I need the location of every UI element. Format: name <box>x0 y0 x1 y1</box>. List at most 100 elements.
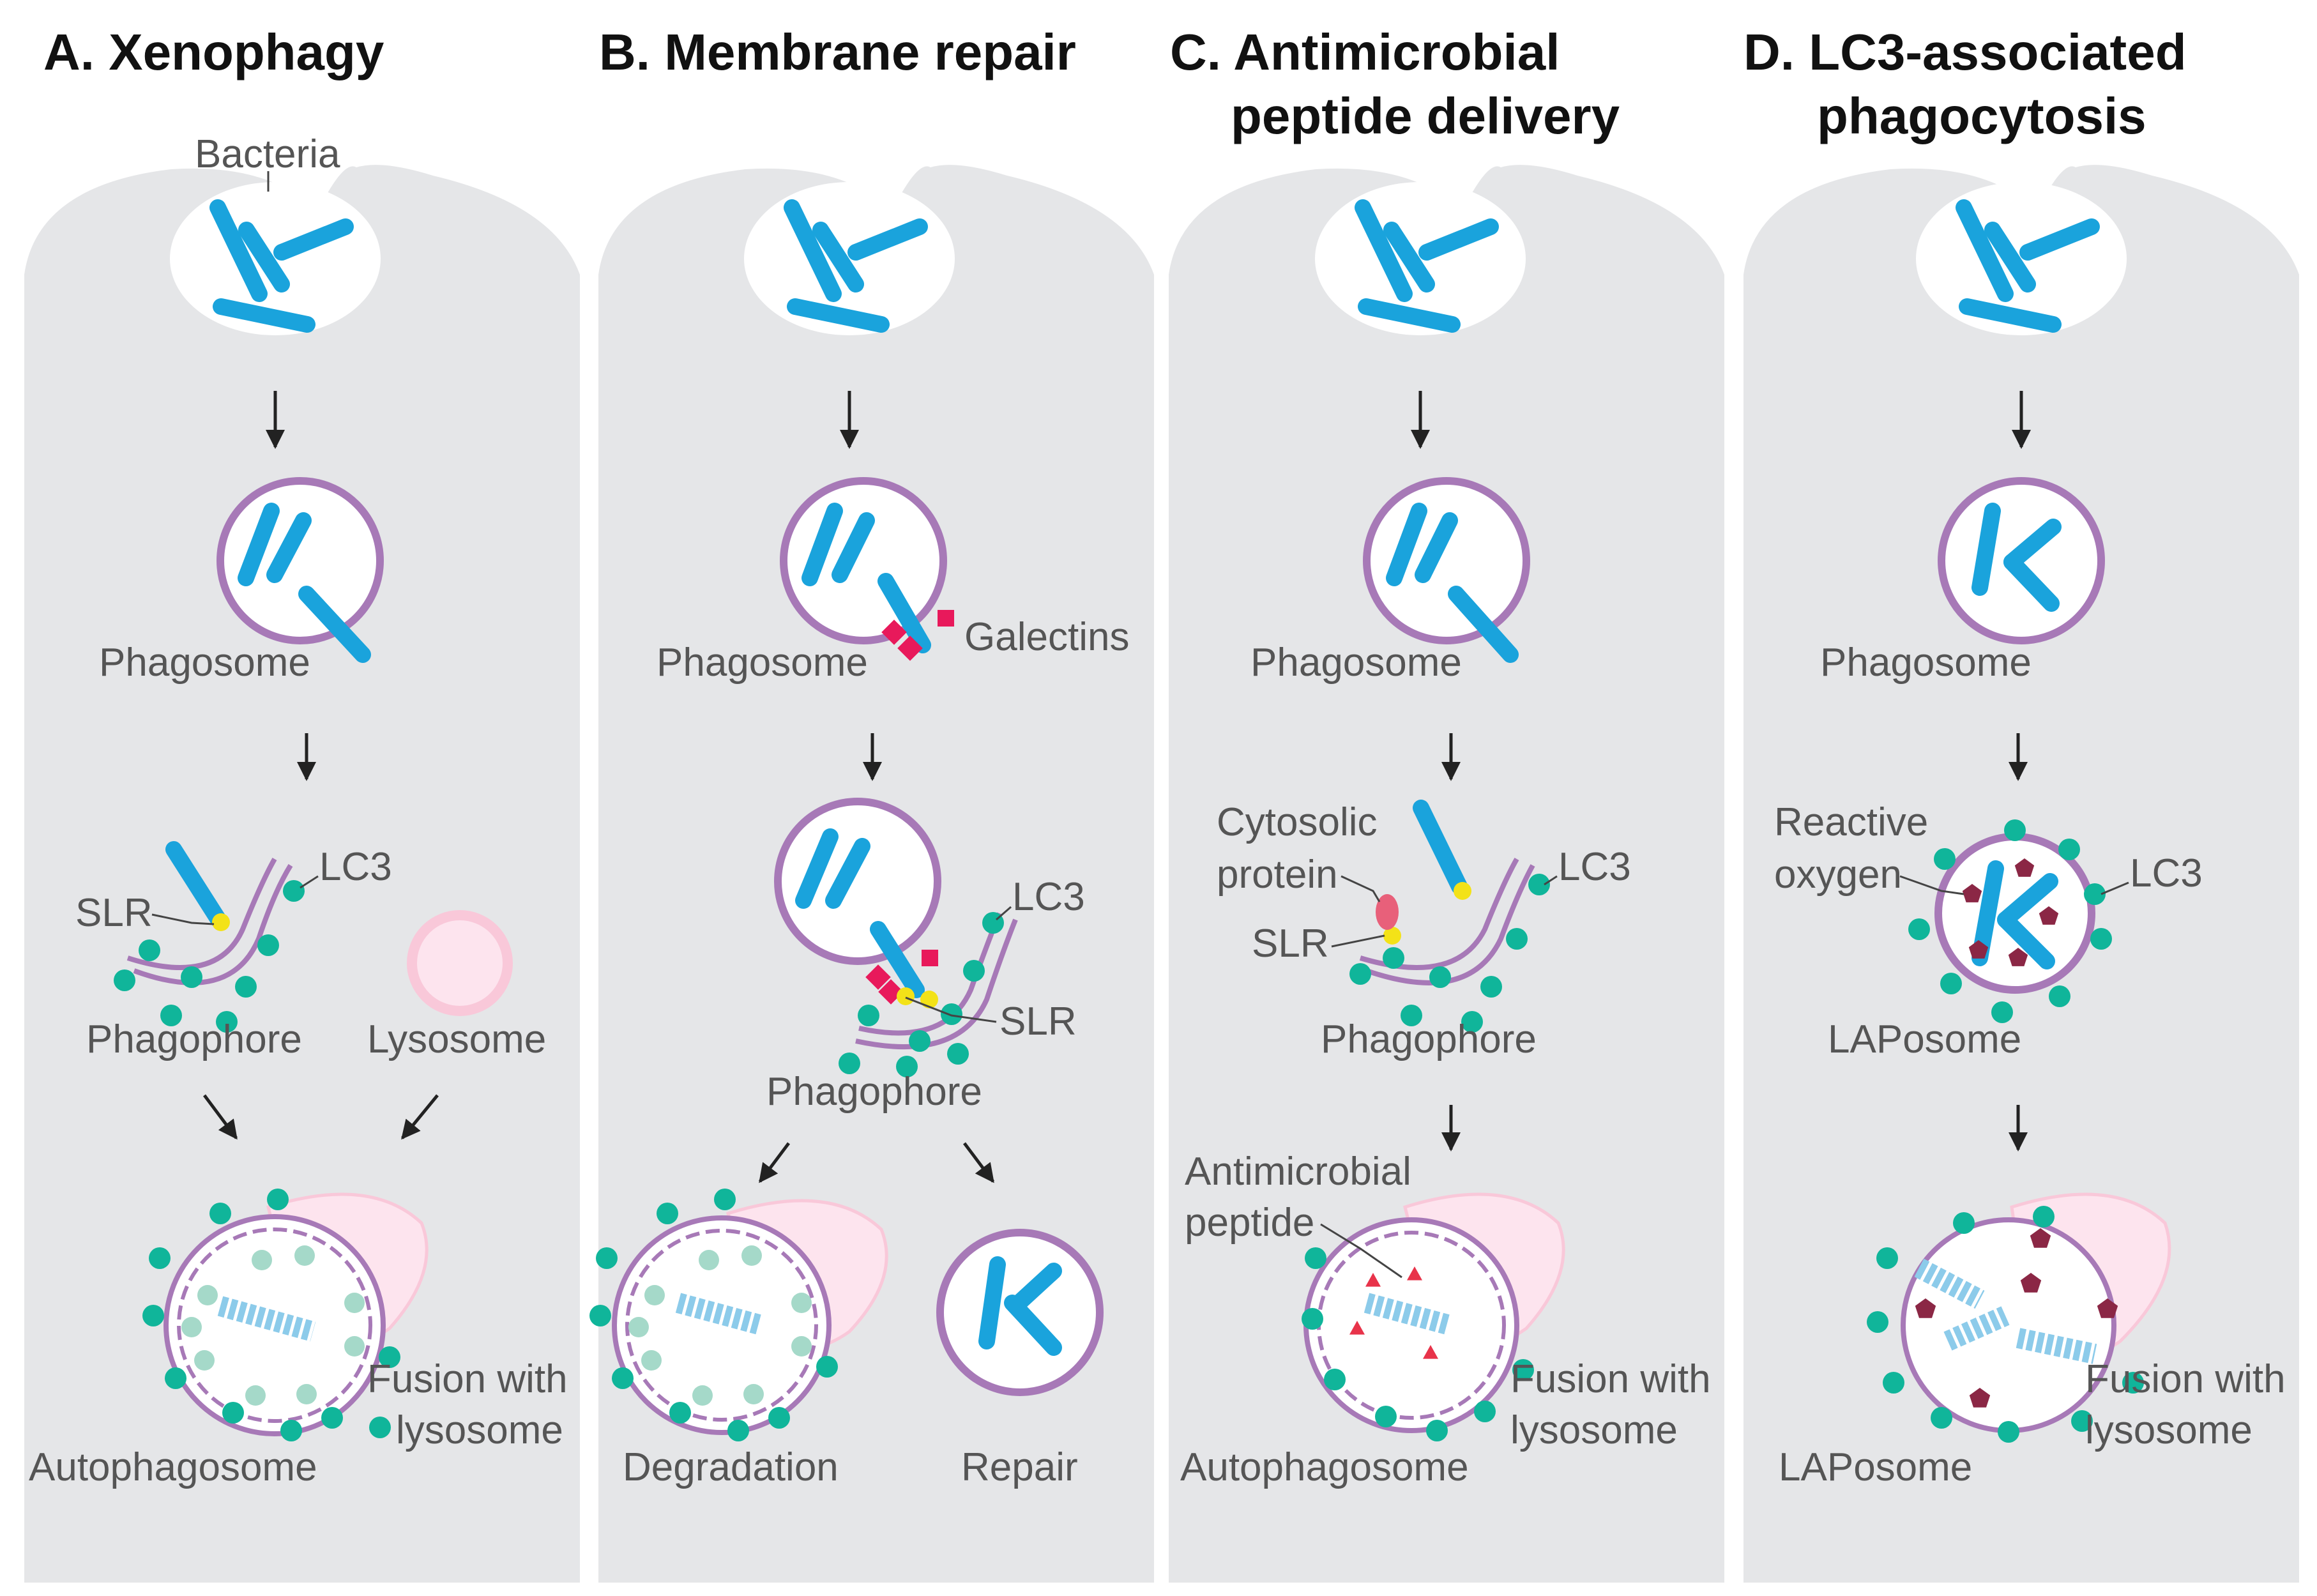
bacterium <box>298 586 371 663</box>
bacterium <box>825 838 870 909</box>
lc3-leader <box>300 875 319 889</box>
degraded-bacterium <box>1943 1306 2010 1351</box>
bacterium <box>978 1256 1006 1349</box>
lc3-inner-dot <box>181 1317 202 1337</box>
lc3-dot <box>1429 966 1451 988</box>
lc3-dot <box>963 960 985 982</box>
cytosolic-protein <box>1376 894 1399 930</box>
ros-pentagon <box>1969 1388 1991 1408</box>
bacterium <box>1355 199 1413 302</box>
slr-leader <box>905 996 997 1023</box>
amp-triangle <box>1365 1273 1381 1287</box>
lc3-dot <box>321 1407 343 1429</box>
lc3-inner-dot <box>245 1385 266 1406</box>
lc3-dot <box>612 1367 634 1389</box>
amp-triangle <box>1349 1321 1365 1335</box>
lc3-inner-dot <box>294 1245 315 1266</box>
laposome-final-label: LAPosome <box>1779 1445 1972 1489</box>
cytosolic-label: protein <box>1217 853 1338 897</box>
bacterium <box>1997 911 2055 969</box>
fusion-label: lysosome <box>1510 1408 1678 1452</box>
degraded-bacterium <box>2016 1328 2097 1364</box>
cytosolic-leader <box>1341 875 1381 902</box>
lc3-inner-dot <box>699 1250 719 1270</box>
slr-label: SLR <box>1252 922 1329 966</box>
bacterium <box>832 512 875 583</box>
lc3-dot <box>283 880 305 902</box>
lc3-inner-dot <box>791 1336 812 1357</box>
lc3-dot <box>1302 1308 1323 1330</box>
ros-pentagon <box>2014 858 2035 877</box>
lysosome-label: Lysosome <box>367 1017 546 1061</box>
lc3-dot <box>1426 1420 1448 1441</box>
lc3-dot <box>149 1247 171 1269</box>
bacteria-label: Bacteria <box>195 132 340 176</box>
lc3-dot <box>1998 1421 2019 1443</box>
lc3-dot <box>669 1402 691 1424</box>
lc3-dot <box>727 1420 749 1441</box>
bacterium <box>784 199 842 302</box>
ros-pentagon <box>1962 884 1982 902</box>
lc3-inner-dot <box>628 1317 649 1337</box>
lc3-dot <box>858 1005 879 1026</box>
autophagosome-label: Autophagosome <box>29 1445 317 1489</box>
bacterium <box>801 503 843 586</box>
lc3-dot <box>1375 1406 1397 1427</box>
lc3-dot <box>1461 1011 1483 1033</box>
lc3-dot <box>114 969 135 991</box>
amp-triangle <box>1407 1266 1422 1281</box>
lc3-dot <box>1506 928 1528 950</box>
bacterium <box>787 298 890 333</box>
ros-pentagon <box>1968 940 1989 959</box>
slr-dot <box>212 913 230 931</box>
bacterium <box>266 512 312 583</box>
lc3-inner-dot <box>741 1245 762 1266</box>
autophagosome-inner <box>177 1227 372 1423</box>
lc3-inner-dot <box>791 1293 812 1313</box>
phagophore-label: Phagophore <box>1321 1017 1537 1061</box>
lc3-dot <box>941 1003 962 1025</box>
bacterium <box>238 222 290 293</box>
repair-label: Repair <box>961 1445 1078 1489</box>
lc3-inner-dot <box>296 1384 317 1404</box>
bacterium <box>209 199 268 302</box>
lc3-dot <box>2004 819 2026 841</box>
lc3-inner-dot <box>197 1285 218 1305</box>
lc3-dot <box>257 934 279 956</box>
lc3-dot <box>379 1346 400 1368</box>
lc3-dot <box>2033 1206 2055 1227</box>
lc3-dot <box>589 1305 611 1326</box>
panel-b-title: B. Membrane repair <box>599 24 1076 80</box>
ros-pentagon <box>2008 948 2028 966</box>
lc3-dot <box>714 1189 736 1210</box>
amp-triangle <box>1423 1345 1438 1359</box>
lc3-label: LC3 <box>1558 845 1631 889</box>
lc3-leader <box>2100 881 2129 895</box>
lc3-dot <box>1867 1311 1888 1333</box>
bacterium <box>877 573 931 653</box>
bacterium <box>2003 519 2062 570</box>
phagophore-label: Phagophore <box>766 1070 982 1114</box>
lc3-dot <box>909 1030 931 1052</box>
bacterium <box>1004 1295 1062 1356</box>
ros-pentagon <box>2020 1273 2042 1293</box>
lc3-dot <box>235 976 257 998</box>
phagosome-damaged <box>774 798 941 965</box>
lc3-dot <box>839 1053 860 1074</box>
fusion-label: lysosome <box>2085 1408 2252 1452</box>
fusion-label: lysosome <box>396 1408 563 1452</box>
phagosome-label: Phagosome <box>99 641 310 685</box>
fusion-label: Fusion with <box>2085 1357 2286 1401</box>
galectins-label: Galectins <box>964 615 1129 659</box>
slr-label: SLR <box>75 891 153 935</box>
lc3-dot <box>1934 848 1956 870</box>
lc3-dot <box>1940 973 1962 994</box>
amp-leader <box>1320 1223 1402 1279</box>
lc3-dot <box>2122 1372 2144 1394</box>
lc3-label: LC3 <box>319 845 392 889</box>
lc3-dot <box>1953 1212 1975 1234</box>
lc3-dot <box>1528 874 1550 895</box>
lc3-dot <box>816 1356 838 1378</box>
